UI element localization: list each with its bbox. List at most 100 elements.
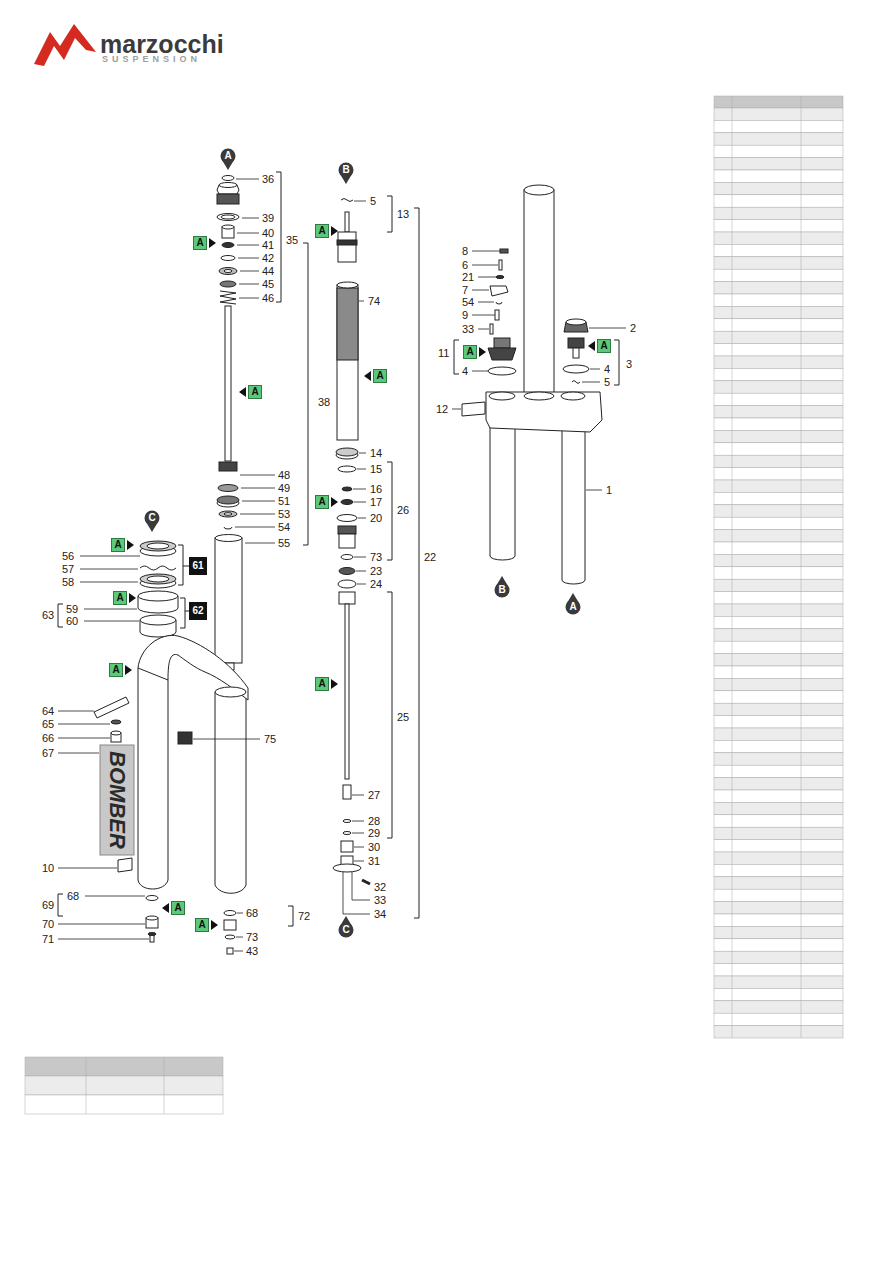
- parts-table: [714, 406, 843, 418]
- leader-line: [84, 621, 139, 622]
- parts-table: [714, 145, 843, 157]
- parts-table: [714, 877, 843, 889]
- group-bracket: [276, 172, 281, 302]
- node-letter: A: [174, 903, 181, 913]
- damper-assembly: [215, 538, 242, 663]
- leader-line: [236, 179, 259, 180]
- leader-line: [352, 833, 364, 834]
- lower-legs: [94, 697, 129, 718]
- leader-line: [237, 233, 259, 234]
- callout-number: 38: [318, 397, 330, 408]
- parts-table: [714, 393, 843, 405]
- view-link-marker: B: [494, 582, 510, 598]
- callout-number: 30: [368, 842, 380, 853]
- callout-number: 49: [278, 483, 290, 494]
- cartridge-assembly: [341, 841, 353, 852]
- parts-table: [714, 864, 843, 876]
- leader-line: [478, 277, 496, 278]
- parts-table: [714, 517, 843, 529]
- callout-number: 70: [42, 919, 54, 930]
- parts-table: [732, 96, 733, 1038]
- parts-table: [714, 220, 843, 232]
- callout-number: 9: [462, 310, 468, 321]
- damper-assembly: [217, 496, 239, 504]
- pointer-arrow: [331, 679, 338, 689]
- leader-line: [241, 488, 275, 489]
- leader-line: [242, 501, 275, 502]
- parts-table: [714, 381, 843, 393]
- damper-assembly: [224, 527, 232, 529]
- parts-table: [714, 554, 843, 566]
- callout-number: 69: [42, 900, 54, 911]
- leader-line: [240, 271, 259, 272]
- assembly-note-tag: A: [597, 339, 611, 353]
- callout-number: 71: [42, 934, 54, 945]
- parts-table: [714, 592, 843, 604]
- parts-table: [86, 1057, 87, 1114]
- leader-line: [58, 753, 99, 754]
- group-bracket: [614, 340, 619, 385]
- damper-assembly: [222, 225, 234, 229]
- leader-line: [58, 939, 149, 940]
- crown-bearing-parts: [140, 541, 176, 551]
- callout-number: 29: [368, 828, 380, 839]
- node-letter: A: [251, 387, 258, 397]
- parts-table: [714, 133, 843, 145]
- node-letter: A: [196, 238, 203, 248]
- node-letter: A: [224, 151, 231, 161]
- view-link-marker: C: [144, 510, 160, 526]
- leader-line: [239, 284, 259, 285]
- parts-table: [714, 306, 843, 318]
- fork-assembly: [568, 338, 584, 348]
- cartridge-assembly: [338, 466, 356, 472]
- parts-table: [714, 455, 843, 467]
- parts-table: [714, 678, 843, 690]
- cartridge-assembly: [338, 232, 356, 262]
- cartridge-assembly: [337, 288, 358, 360]
- group-bracket: [414, 208, 419, 918]
- pointer-arrow: [239, 387, 246, 397]
- damper-assembly: [218, 485, 238, 492]
- fork-assembly: [563, 365, 589, 373]
- decal-text: BOMBER: [106, 751, 128, 849]
- group-bracket: [288, 906, 293, 926]
- fork-assembly: [524, 185, 554, 195]
- assembly-note-tag: A: [113, 591, 127, 605]
- parts-table: [25, 96, 843, 1114]
- fork-assembly: [496, 302, 502, 304]
- parts-table: [714, 604, 843, 616]
- callout-number: 21: [462, 272, 474, 283]
- leader-line: [234, 951, 243, 952]
- pointer-arrow: [331, 226, 338, 236]
- damper-assembly: [217, 214, 239, 221]
- pointer-arrow: [162, 903, 169, 913]
- parts-table: [714, 492, 843, 504]
- parts-table: [714, 976, 843, 988]
- kit-number-box: 62: [189, 602, 207, 620]
- lower-legs: [146, 896, 158, 901]
- group-bracket: [387, 462, 392, 560]
- marker-disc: [221, 149, 236, 164]
- lower-legs: [215, 687, 246, 697]
- group-bracket: [58, 604, 63, 627]
- node-letter: A: [376, 371, 383, 381]
- callout-number: 51: [278, 496, 290, 507]
- fork-assembly: [496, 276, 504, 279]
- node-letter: A: [466, 347, 473, 357]
- marker-disc: [145, 511, 160, 526]
- lower-legs: [100, 745, 134, 855]
- parts-table: [714, 207, 843, 219]
- callout-number: 72: [298, 911, 310, 922]
- callout-number: 8: [462, 246, 468, 257]
- group-bracket: [58, 172, 619, 926]
- cartridge-assembly: [338, 580, 356, 588]
- callout-number: 48: [278, 470, 290, 481]
- callout-number: 34: [374, 909, 386, 920]
- parts-table: [714, 616, 843, 628]
- crown-bearing-parts: [140, 566, 176, 570]
- lower-legs: [215, 692, 246, 893]
- callout-number: 12: [436, 404, 448, 415]
- parts-table: [714, 480, 843, 492]
- node-letter: A: [318, 497, 325, 507]
